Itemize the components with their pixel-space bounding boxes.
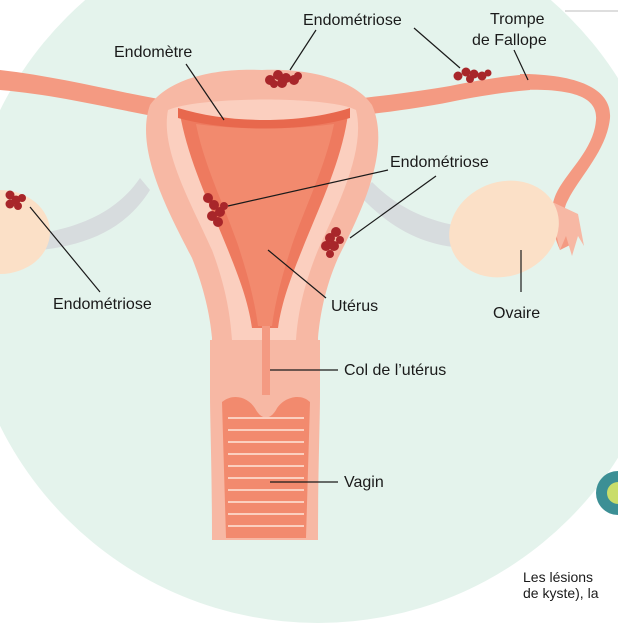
caption-line-2: de kyste), la bbox=[523, 585, 598, 601]
label-vagin: Vagin bbox=[344, 474, 384, 491]
label-trompe-line2: de Fallope bbox=[472, 32, 547, 49]
label-ovaire: Ovaire bbox=[493, 305, 540, 322]
label-endometriose-mid: Endométriose bbox=[390, 154, 489, 171]
label-uterus: Utérus bbox=[331, 298, 378, 315]
caption-line-1: Les lésions bbox=[523, 569, 598, 585]
label-col-uterus: Col de l’utérus bbox=[344, 362, 446, 379]
cervical-canal bbox=[262, 326, 270, 404]
label-trompe-line1: Trompe bbox=[490, 11, 545, 28]
label-endometriose-top: Endométriose bbox=[303, 12, 402, 29]
label-endometriose-left: Endométriose bbox=[53, 296, 152, 313]
caption-snippet: Les lésions de kyste), la bbox=[523, 569, 598, 601]
label-endometre: Endomètre bbox=[114, 44, 192, 61]
